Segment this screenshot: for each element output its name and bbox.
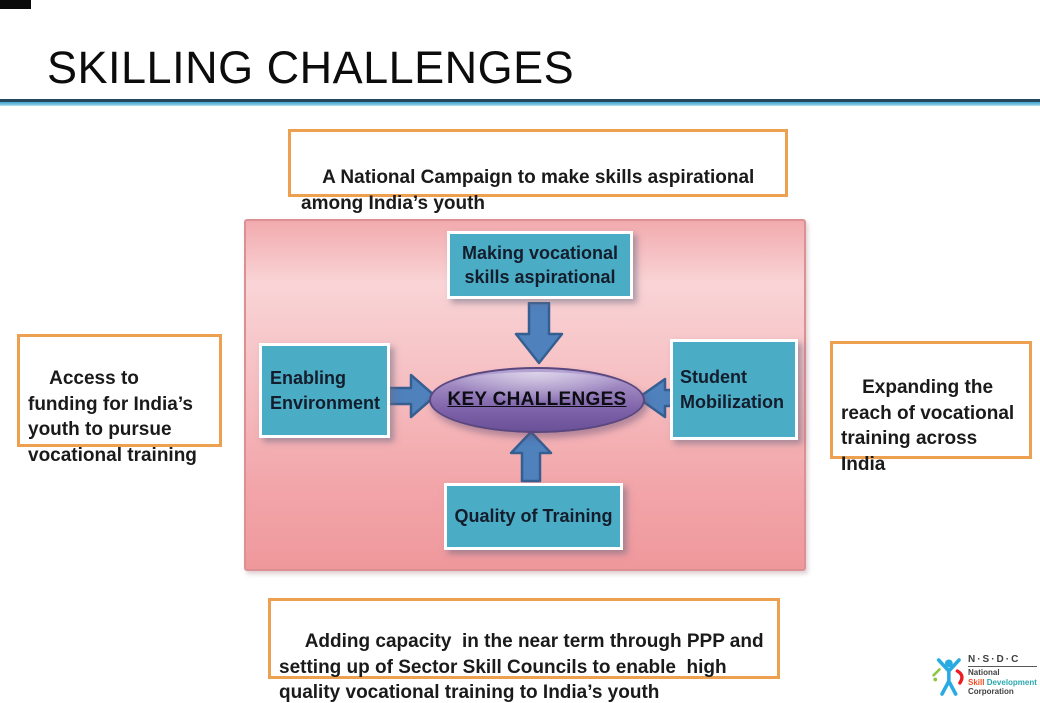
callout-expanding-reach-text: Expanding the reach of vocational traini… — [841, 376, 1020, 476]
divider-blue-line — [0, 102, 1040, 106]
node-student-mobilization: Student Mobilization — [670, 339, 798, 440]
key-challenges-ellipse: KEY CHALLENGES — [429, 367, 645, 433]
node-enabling-environment: Enabling Environment — [259, 343, 390, 438]
nsdc-acronym: N·S·D·C — [968, 654, 1037, 667]
node-right-label: Student Mobilization — [680, 367, 784, 412]
nsdc-name-line2: Skill Development — [968, 678, 1037, 688]
callout-national-campaign-text: A National Campaign to make skills aspir… — [301, 166, 760, 215]
title-divider — [0, 99, 1040, 106]
key-challenges-label: KEY CHALLENGES — [447, 389, 627, 410]
page-title: SKILLING CHALLENGES — [47, 42, 575, 93]
nsdc-logo: N·S·D·C National Skill Development Corpo… — [931, 654, 1037, 700]
nsdc-name-line3: Corporation — [968, 687, 1014, 697]
node-making-vocational-skills-aspirational: Making vocational skills aspirational — [447, 231, 633, 299]
callout-access-to-funding: Access to funding for India’s youth to p… — [17, 334, 222, 466]
nsdc-skill-word: Skill — [968, 677, 985, 687]
corner-mark — [0, 0, 31, 9]
nsdc-person-icon — [932, 658, 964, 696]
callout-expanding-reach: Expanding the reach of vocational traini… — [830, 341, 1032, 475]
arrow-down-icon — [514, 302, 564, 365]
arrow-up-icon — [509, 430, 553, 483]
node-quality-of-training: Quality of Training — [444, 483, 623, 550]
nsdc-name-line1: National — [968, 668, 1000, 677]
callout-national-campaign: A National Campaign to make skills aspir… — [288, 129, 788, 214]
node-left-label: Enabling Environment — [270, 368, 381, 413]
node-top-label: Making vocational skills aspirational — [461, 242, 619, 287]
divider-dark-line — [0, 99, 1040, 102]
nsdc-development-word: Development — [986, 677, 1037, 687]
callout-adding-capacity-text: Adding capacity in the near term through… — [279, 631, 769, 703]
callout-adding-capacity: Adding capacity in the near term through… — [268, 598, 780, 703]
callout-access-to-funding-text: Access to funding for India’s youth to p… — [28, 367, 199, 467]
nsdc-logo-text: N·S·D·C National Skill Development Corpo… — [968, 654, 1037, 697]
node-bottom-label: Quality of Training — [454, 506, 613, 527]
